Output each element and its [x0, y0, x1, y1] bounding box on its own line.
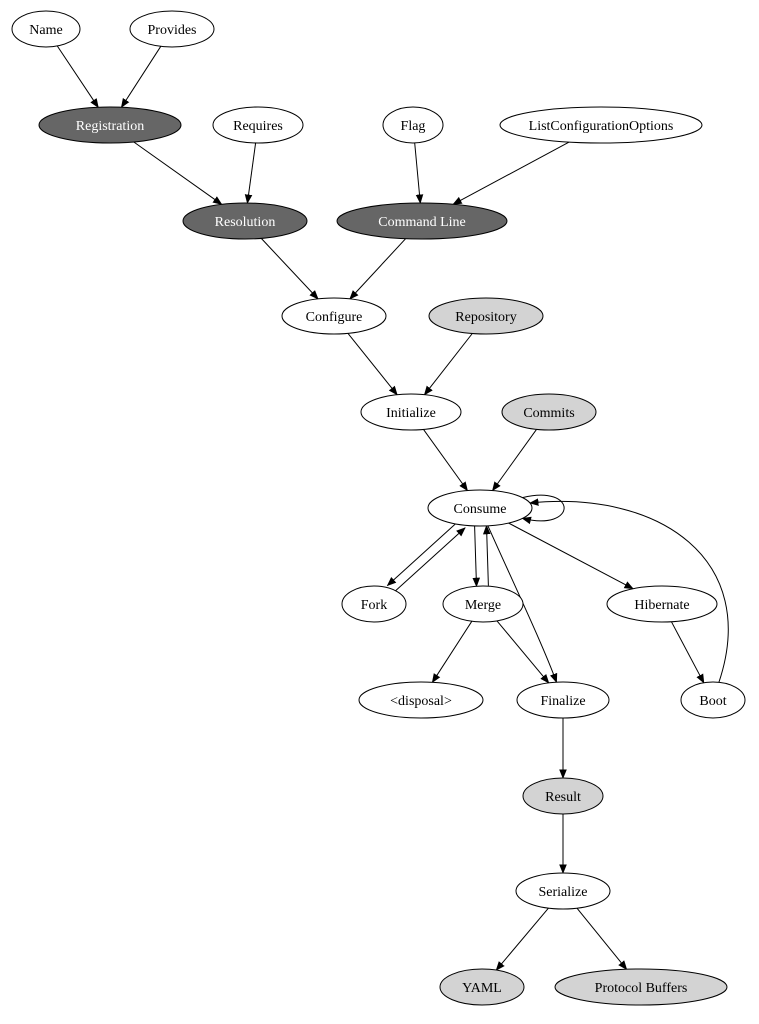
node-label: Initialize: [386, 406, 436, 421]
edge-requires-resolution: [244, 142, 257, 204]
node-shape: [212, 106, 304, 144]
node-shape: [554, 968, 728, 1006]
node-label: Consume: [454, 502, 507, 517]
node-label: Commits: [523, 406, 574, 421]
node-shape: [281, 297, 387, 335]
node-provides: Provides: [129, 10, 215, 48]
node-label: Flag: [401, 119, 426, 134]
node-label: Finalize: [540, 694, 585, 709]
edge-consume-finalize: [487, 525, 558, 684]
edge-name-registration: [56, 45, 99, 109]
node-shape: [515, 872, 611, 910]
node-shape: [499, 106, 703, 144]
node-label: ListConfigurationOptions: [529, 119, 674, 134]
node-result: Result: [522, 777, 604, 815]
node-shape: [442, 585, 524, 623]
node-shape: [382, 106, 444, 144]
node-resolution: Resolution: [182, 202, 308, 240]
node-disposal: <disposal>: [358, 681, 484, 719]
node-yaml: YAML: [439, 968, 525, 1006]
edge-repository-initialize: [423, 333, 473, 396]
edge-configure-initialize: [347, 332, 398, 396]
node-shape: [182, 202, 308, 240]
node-label: Repository: [455, 310, 516, 325]
edge-merge-disposal: [431, 621, 473, 684]
edge-command_line-configure: [349, 238, 406, 300]
node-command_line: Command Line: [336, 202, 508, 240]
edge-registration-resolution: [133, 141, 223, 205]
node-label: Resolution: [215, 215, 276, 230]
edge-consume-consume: [521, 494, 565, 525]
node-serialize: Serialize: [515, 872, 611, 910]
node-shape: [522, 777, 604, 815]
node-label: Result: [545, 790, 581, 805]
node-repository: Repository: [428, 297, 544, 335]
node-shape: [129, 10, 215, 48]
node-shape: [439, 968, 525, 1006]
edge-fork-consume: [393, 527, 466, 593]
node-shape: [358, 681, 484, 719]
node-label: <disposal>: [390, 694, 452, 709]
edge-merge-finalize: [496, 620, 550, 684]
edge-commits-consume: [492, 429, 537, 492]
edge-list_configuration_options-command_line: [452, 141, 570, 205]
node-requires: Requires: [212, 106, 304, 144]
edge-flag-command_line: [414, 142, 424, 204]
node-shape: [516, 681, 610, 719]
node-shape: [427, 489, 533, 527]
node-consume: Consume: [427, 489, 533, 527]
node-label: Merge: [465, 598, 501, 613]
node-label: Protocol Buffers: [595, 981, 688, 996]
node-shape: [501, 393, 597, 431]
edge-consume-fork: [386, 521, 459, 587]
edge-provides-registration: [120, 46, 162, 109]
edge-consume-merge: [472, 526, 481, 588]
edge-serialize-yaml: [495, 907, 549, 971]
node-label: Serialize: [539, 885, 588, 900]
node-shape: [360, 393, 462, 431]
node-label: Configure: [306, 310, 363, 325]
node-shape: [341, 585, 407, 623]
node-boot: Boot: [680, 681, 746, 719]
node-shape: [11, 10, 81, 48]
node-name: Name: [11, 10, 81, 48]
node-shape: [336, 202, 508, 240]
node-protocol_buffers: Protocol Buffers: [554, 968, 728, 1006]
node-label: YAML: [462, 981, 502, 996]
node-label: Provides: [148, 23, 197, 38]
node-shape: [606, 585, 718, 623]
node-shape: [428, 297, 544, 335]
edges-layer: [56, 45, 729, 971]
node-shape: [680, 681, 746, 719]
node-label: Boot: [699, 694, 726, 709]
node-label: Registration: [76, 119, 144, 134]
edge-initialize-consume: [423, 429, 468, 492]
node-flag: Flag: [382, 106, 444, 144]
edge-boot-consume: [529, 498, 729, 683]
node-commits: Commits: [501, 393, 597, 431]
node-merge: Merge: [442, 585, 524, 623]
node-registration: Registration: [38, 106, 182, 144]
edge-serialize-protocol_buffers: [576, 907, 628, 971]
node-label: Fork: [361, 598, 387, 613]
node-fork: Fork: [341, 585, 407, 623]
node-label: Hibernate: [634, 598, 689, 613]
edge-hibernate-boot: [670, 621, 705, 684]
node-finalize: Finalize: [516, 681, 610, 719]
node-label: Name: [29, 23, 62, 38]
node-configure: Configure: [281, 297, 387, 335]
node-label: Requires: [233, 119, 283, 134]
node-list_configuration_options: ListConfigurationOptions: [499, 106, 703, 144]
edge-resolution-configure: [260, 238, 319, 300]
edge-merge-consume: [482, 524, 491, 586]
edge-consume-hibernate: [508, 522, 634, 590]
node-initialize: Initialize: [360, 393, 462, 431]
node-hibernate: Hibernate: [606, 585, 718, 623]
node-label: Command Line: [378, 215, 466, 230]
node-shape: [38, 106, 182, 144]
